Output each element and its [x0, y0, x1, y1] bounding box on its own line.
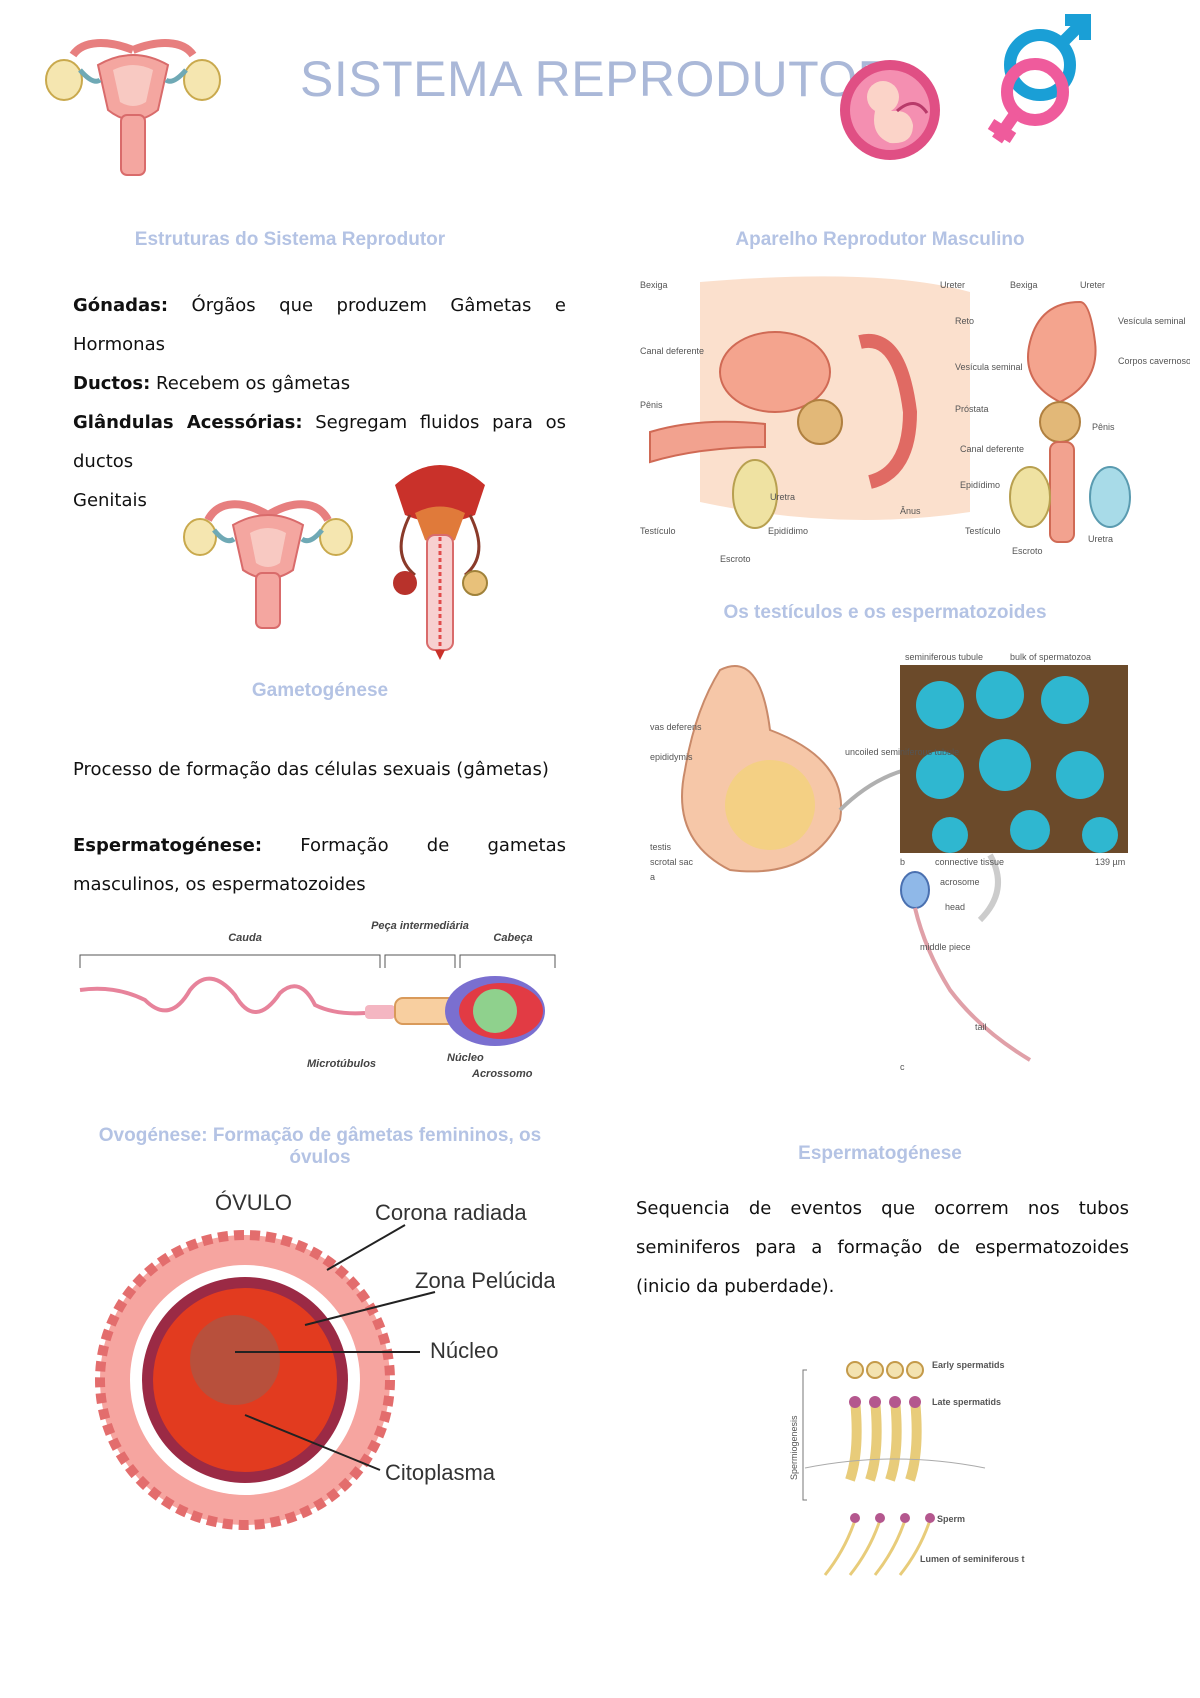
label: head [945, 902, 965, 912]
label: Uretra [770, 492, 795, 502]
label-citoplasma: Citoplasma [385, 1460, 496, 1485]
definition: Órgãos que produzem Gâmetas e Hormonas [73, 295, 566, 355]
label: 139 µm [1095, 857, 1125, 867]
label: Ânus [900, 506, 921, 516]
label: Lumen of seminiferous tubule [920, 1554, 1025, 1564]
label: Ureter [940, 280, 965, 290]
spermatozoon-diagram: Cauda Peça intermediária Cabeça Microtúb… [75, 915, 575, 1090]
label: c [900, 1062, 905, 1070]
label: Canal deferente [640, 346, 704, 356]
label-corona-radiada: Corona radiada [375, 1200, 527, 1225]
label: Canal deferente [960, 444, 1024, 454]
section-heading-gametogenese: Gametogénese [251, 680, 389, 701]
label: a [650, 872, 655, 882]
label: middle piece [920, 942, 971, 952]
label: seminiferous tubule [905, 652, 983, 662]
definition: Recebem os gâmetas [150, 373, 351, 394]
list-item: Ductos: Recebem os gâmetas [73, 364, 566, 403]
uterus-logo [38, 10, 228, 180]
label: Próstata [955, 404, 989, 414]
fetus-icon [835, 55, 945, 165]
label-cabeca: Cabeça [493, 932, 532, 944]
page-title: SISTEMA REPRODUTOR [300, 51, 895, 107]
label: Reto [955, 316, 974, 326]
definition: Formação de gametas masculinos, os esper… [73, 835, 566, 895]
term: Gónadas: [73, 295, 169, 316]
label: epididymis [650, 752, 693, 762]
section-heading-testiculos: Os testículos e os espermatozoides [723, 602, 1047, 623]
label-microtubulos: Microtúbulos [307, 1058, 376, 1070]
label: Ureter [1080, 280, 1105, 290]
male-reproductive-illustration [385, 455, 495, 660]
label: Pênis [1092, 422, 1115, 432]
spermiogenesis-diagram: Spermiogenesis Early spermatids Late spe… [785, 1350, 1049, 1595]
list-item: Genitais [73, 481, 566, 520]
gender-symbols-icon [985, 10, 1095, 160]
label: Escroto [1012, 546, 1043, 556]
female-reproductive-illustration [178, 475, 358, 635]
list-item: Glândulas Acessórias: Segregam fluidos p… [73, 403, 566, 481]
label-zona-pelucida: Zona Pelúcida [415, 1268, 555, 1293]
label: testis [650, 842, 672, 852]
ovum-diagram: ÓVULO Corona radiada Zona Pelúcida Núcle… [95, 1180, 556, 1550]
label: b [900, 857, 905, 867]
section-heading-masculino: Aparelho Reprodutor Masculino [735, 229, 1025, 250]
label-ovulo: ÓVULO [215, 1190, 292, 1215]
label: Corpos cavernosos [1118, 356, 1190, 366]
label: Testículo [640, 526, 676, 536]
label: Bexiga [1010, 280, 1038, 290]
label: acrosome [940, 877, 980, 887]
label: uncoiled seminiferous tubule [845, 747, 959, 757]
espermatogenese-text: Sequencia de eventos que ocorrem nos tub… [636, 1198, 1129, 1297]
label: bulk of spermatozoa [1010, 652, 1091, 662]
section-heading-espermatogenese: Espermatogénese [798, 1143, 962, 1164]
label: Escroto [720, 554, 751, 564]
label: scrotal sac [650, 857, 694, 867]
label-cauda: Cauda [228, 932, 262, 944]
label: Vesícula seminal [955, 362, 1023, 372]
testis-spermatozoa-diagram: seminiferous tubule bulk of spermatozoa … [650, 650, 1130, 1072]
label-nucleo-ovulo: Núcleo [430, 1338, 498, 1363]
term: Glândulas Acessórias: [73, 412, 303, 433]
label: Pênis [640, 400, 663, 410]
label: Bexiga [640, 280, 668, 290]
label: Sperm [937, 1514, 965, 1524]
list-item: Gónadas: Órgãos que produzem Gâmetas e H… [73, 286, 566, 364]
term: Espermatogénese: [73, 835, 263, 856]
label: tail [975, 1022, 987, 1032]
male-anatomy-diagram: Bexiga Ureter Reto Canal deferente Vesíc… [640, 272, 1196, 572]
label: Epidídimo [960, 480, 1000, 490]
definition: Segregam fluidos para os ductos [73, 412, 566, 472]
label: Late spermatids [932, 1397, 1001, 1407]
label: Uretra [1088, 534, 1113, 544]
label: Spermiogenesis [789, 1415, 799, 1480]
term: Ductos: [73, 373, 151, 394]
label-peca-intermediaria: Peça intermediária [371, 920, 469, 932]
estruturas-text: Gónadas: Órgãos que produzem Gâmetas e H… [73, 286, 566, 520]
label-nucleo: Núcleo [447, 1052, 484, 1064]
definition: Genitais [73, 490, 147, 511]
label: vas deferens [650, 722, 702, 732]
gametogenese-text: Processo de formação das células sexuais… [73, 759, 549, 780]
label: Early spermatids [932, 1360, 1005, 1370]
label: Epidídimo [768, 526, 808, 536]
section-heading-ovogenese: Ovogénese: Formação de gâmetas femininos… [98, 1125, 542, 1168]
espermatogenese-definition: Espermatogénese: Formação de gametas mas… [73, 826, 566, 904]
label: Testículo [965, 526, 1001, 536]
label: Vesícula seminal [1118, 316, 1186, 326]
label: connective tissue [935, 857, 1004, 867]
label-acrossomo: Acrossomo [471, 1068, 533, 1080]
section-heading-estruturas: Estruturas do Sistema Reprodutor [134, 229, 446, 250]
